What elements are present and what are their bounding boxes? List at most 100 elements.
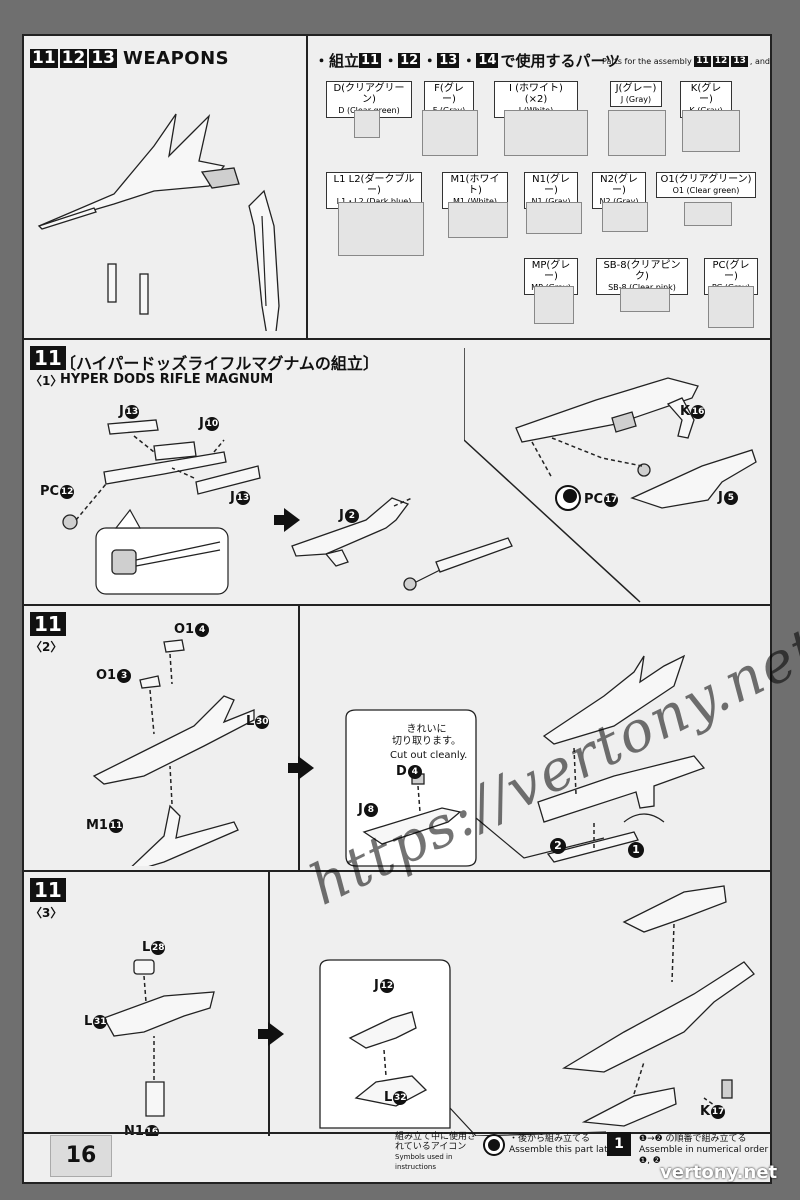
part-callout: N116	[124, 1124, 159, 1136]
runner-image	[504, 110, 588, 156]
weapons-title: 11 12 13 WEAPONS	[30, 48, 229, 69]
runner-image	[338, 202, 424, 256]
part-letter: J	[119, 404, 124, 419]
stock-assembly-diagram	[92, 639, 255, 866]
part-letter: J	[374, 978, 379, 993]
part-number: 16	[144, 1124, 159, 1136]
part-label-jp: M1(ホワイト)	[450, 174, 500, 196]
part-number: 30	[255, 714, 270, 729]
runner-image	[534, 286, 574, 324]
part-label-en: SB-8 (Clear pink)	[608, 283, 676, 292]
part-label-jp: L1 L2(ダークブルー)	[333, 174, 415, 196]
step-number: 12	[712, 56, 730, 67]
part-label-jp: J(グレー)	[615, 83, 657, 94]
page-number: 16	[50, 1135, 112, 1177]
part-label-en: N1 (Gray)	[528, 196, 574, 207]
step-number: 11	[694, 56, 711, 67]
runner-image	[708, 286, 754, 328]
part-number: 17	[711, 1104, 726, 1119]
part-letter: O1	[174, 622, 195, 637]
rifle-grip-attach-diagram	[561, 885, 755, 1127]
numerical-order-icon: 1	[607, 1132, 631, 1156]
runner-image	[354, 110, 380, 138]
part-letter: PC	[40, 484, 60, 499]
weapons-illustration	[37, 113, 280, 331]
instruction-sheet: 11 12 13 WEAPONS ・組立 11・ 12・ 13・ 14 で使用す…	[22, 34, 772, 1184]
part-number: 13	[124, 404, 139, 419]
part-letter: J	[358, 802, 363, 817]
part-label-jp: K(グレー)	[690, 83, 722, 105]
order-badge: 2	[550, 838, 566, 854]
step-number: 13	[89, 48, 118, 68]
part-letter: L	[84, 1014, 93, 1029]
part-number: 16	[691, 404, 706, 419]
part-letter: O1	[96, 668, 117, 683]
part-number: 2	[344, 508, 359, 523]
parts-heading-suffix: で使用するパーツ	[500, 52, 621, 70]
parts-heading: ・組立 11・ 12・ 13・ 14 で使用するパーツ	[314, 52, 621, 70]
part-label-jp: F(グレー)	[434, 83, 464, 105]
sub-step-label: 〈3〉	[30, 906, 63, 920]
weapons-header-section: 11 12 13 WEAPONS ・組立 11・ 12・ 13・ 14 で使用す…	[24, 36, 770, 340]
legend-title-jp: 組み立て中に使用されているアイコン	[395, 1132, 477, 1152]
part-label: O1(クリアグリーン)O1 (Clear green)	[656, 172, 756, 198]
brand-watermark: vertony.net	[660, 1162, 778, 1183]
barrel-assembly-diagram	[62, 419, 261, 595]
part-number: 8	[363, 802, 378, 817]
part-label-jp: I (ホワイト) (×2)	[509, 83, 563, 105]
legend-title-en: Symbols used in instructions	[395, 1153, 453, 1171]
assemble-later-en: Assemble this part later.	[509, 1145, 619, 1155]
part-letter: J	[718, 490, 723, 505]
grip-assembly-diagram	[103, 959, 215, 1117]
order-badge: 1	[628, 842, 644, 858]
step-number: 12	[59, 48, 88, 68]
numerical-order-en: Assemble in numerical order ❶, ❷	[639, 1145, 769, 1166]
step-number: 11	[30, 346, 66, 370]
assemble-later-jp: ・後から組み立てる	[509, 1134, 591, 1144]
section-title: WEAPONS	[123, 48, 230, 69]
runner-image	[684, 202, 732, 226]
step-3-section: 11 〈3〉 L28 L31 N116 J12 L32	[24, 872, 770, 1136]
part-label-en: M1 (White)	[446, 196, 504, 207]
part-label-jp: N1(グレー)	[532, 174, 570, 196]
runner-image	[620, 288, 670, 312]
runner-image	[608, 110, 666, 156]
part-letter: J	[339, 508, 344, 523]
part-number: 31	[93, 1014, 108, 1029]
part-letter: J	[230, 490, 235, 505]
part-number: 12	[379, 978, 394, 993]
cut-note-jp: きれいに 切り取ります。	[392, 724, 461, 747]
sub-step-label: 〈1〉	[30, 374, 63, 388]
part-letter: J	[199, 416, 204, 431]
part-label-en: L1・L2 (Dark blue)	[330, 196, 418, 207]
runner-image	[682, 110, 740, 152]
part-letter: D	[396, 764, 407, 779]
part-number: 3	[117, 668, 132, 683]
runner-image	[422, 110, 478, 156]
step-number: 13	[437, 53, 460, 68]
diagonal-divider	[464, 348, 641, 603]
step-number: 11	[359, 53, 382, 68]
part-label-jp: O1(クリアグリーン)	[660, 174, 752, 185]
parts-heading-prefix: ・組立	[314, 52, 360, 70]
numerical-order-text: ❶→❷ の順番で組み立てる Assemble in numerical orde…	[639, 1134, 770, 1167]
runner-image	[602, 202, 648, 232]
step-1-section: 11 〔ハイパードッズライフルマグナムの組立〕 〈1〉 HYPER DODS R…	[24, 340, 770, 606]
step-subtitle: HYPER DODS RIFLE MAGNUM	[60, 372, 274, 387]
parts-heading-en: Parts for the assembly 11 12 13 , and 14	[602, 56, 770, 67]
